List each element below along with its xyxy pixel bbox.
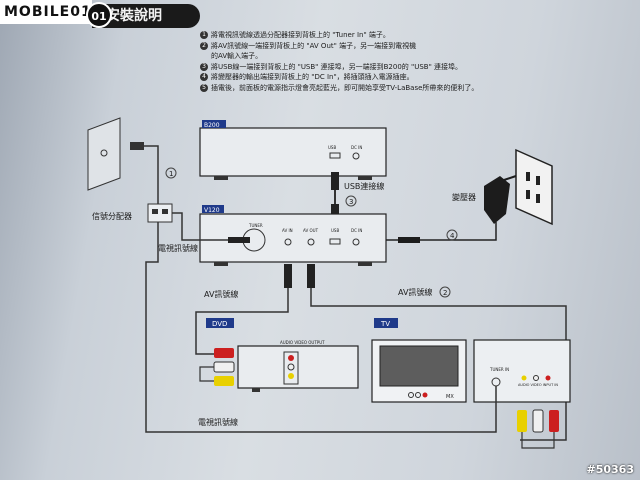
tv-set: TV MX bbox=[371, 318, 467, 403]
v120-usb-label: USB bbox=[331, 228, 339, 233]
dvd-player: DVD AUDIO VIDEO OUTPUT bbox=[206, 318, 359, 392]
dvd-rca-plugs bbox=[199, 348, 235, 386]
v120-label: V120 bbox=[204, 207, 220, 214]
tv-tuner-in-label: TUNER IN bbox=[489, 367, 509, 372]
power-adapter bbox=[386, 175, 517, 243]
dvd-output-label: AUDIO VIDEO OUTPUT bbox=[280, 340, 325, 345]
antenna-plug bbox=[130, 142, 144, 150]
callout-4: 4 bbox=[450, 232, 455, 240]
signal-splitter bbox=[147, 203, 173, 223]
usb-cable-label: USB連接線 bbox=[344, 181, 384, 191]
adapter-label: 變壓器 bbox=[452, 192, 476, 202]
step-text: 將USB線一端接到背板上的 "USB" 連接埠，另一端接到B200的 "USB"… bbox=[211, 62, 463, 71]
tv-cable-2-label: 電視訊號線 bbox=[198, 417, 238, 427]
step-number: 2 bbox=[200, 41, 208, 50]
b200-usb-label: USB bbox=[328, 145, 336, 150]
power-outlet bbox=[515, 148, 553, 226]
step-item: 的AV輸入端子。 bbox=[200, 51, 530, 62]
step-text: 插電後，前面板的電源指示燈會亮起藍光，即可開始享受TV-LaBase所帶來的便利… bbox=[211, 83, 479, 92]
dvd-label: DVD bbox=[212, 320, 227, 328]
step-number: 1 bbox=[200, 31, 208, 39]
usb-cable bbox=[331, 172, 339, 222]
site-logo: MOBILE01 bbox=[0, 0, 92, 24]
tv-brand: MX bbox=[446, 394, 454, 400]
step-number: 3 bbox=[200, 62, 208, 71]
watermark: #50363 bbox=[586, 463, 635, 476]
antenna-outlet bbox=[87, 117, 121, 191]
v120-avout-label: AV OUT bbox=[303, 228, 319, 233]
callout-3: 3 bbox=[349, 198, 353, 206]
step-text: 將AV訊號線一端接到背板上的 "AV Out" 端子，另一端接到電視機 bbox=[211, 41, 417, 50]
step-text: 將電視訊號線透過分配器接到背板上的 "Tuner In" 端子。 bbox=[211, 31, 390, 39]
splitter-label: 信號分配器 bbox=[92, 211, 132, 221]
tv-rca-plugs bbox=[517, 409, 559, 449]
b200-device: B200 USB DC IN bbox=[199, 120, 387, 180]
tv-back-panel: TUNER IN AUDIO VIDEO INPUT IN bbox=[473, 339, 571, 403]
b200-dcin-label: DC IN bbox=[351, 145, 362, 150]
v120-device: V120 TUNER AV IN AV OUT USB DC IN bbox=[199, 205, 387, 266]
tv-av-in-label: AUDIO VIDEO INPUT IN bbox=[518, 383, 558, 387]
v120-dcin-label: DC IN bbox=[351, 228, 362, 233]
av-cable-right-label: AV訊號線 bbox=[398, 287, 432, 297]
logo-badge: 01 bbox=[86, 2, 112, 28]
callout-2: 2 bbox=[443, 289, 447, 297]
tv-cable-1-label: 電視訊號線 bbox=[158, 243, 198, 253]
b200-label: B200 bbox=[204, 122, 220, 129]
tv-label: TV bbox=[380, 320, 390, 328]
v120-tuner-label: TUNER bbox=[248, 223, 263, 228]
callout-1: 1 bbox=[169, 170, 173, 178]
step-text: 的AV輸入端子。 bbox=[211, 52, 263, 60]
v120-avin-label: AV IN bbox=[282, 228, 293, 233]
step-number: 4 bbox=[200, 73, 208, 81]
step-number: 5 bbox=[200, 83, 208, 92]
av-cable-left-label: AV訊號線 bbox=[204, 289, 238, 299]
step-text: 將變壓器的輸出端接到背板上的 "DC In"，將插頭插入電源插座。 bbox=[211, 73, 414, 81]
